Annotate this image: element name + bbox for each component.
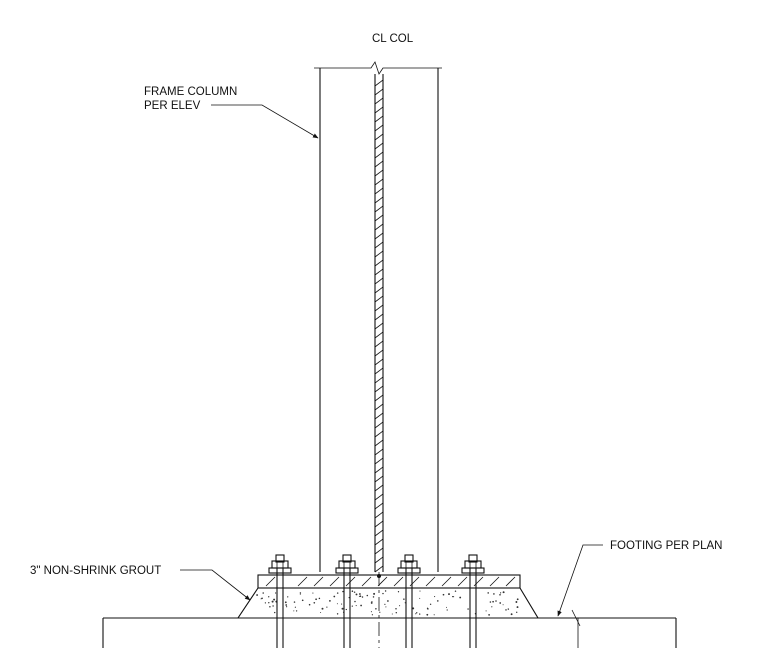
frame-column-label-line2: PER ELEV xyxy=(144,100,201,112)
footing-label: FOOTING PER PLAN xyxy=(610,540,722,552)
anchor-bolt xyxy=(335,554,359,648)
grout-bed xyxy=(236,587,539,619)
anchor-bolt xyxy=(397,554,421,648)
frame-column-leader xyxy=(211,104,319,139)
grout-stipple xyxy=(256,590,519,616)
column-top-break-line xyxy=(314,61,442,75)
frame-column xyxy=(319,68,439,573)
grout-leader xyxy=(180,569,251,601)
base-plate xyxy=(257,574,521,589)
centerline-label: CL COL xyxy=(372,33,414,45)
base-plate-body xyxy=(257,574,521,589)
footing-break-mark xyxy=(571,609,581,627)
footing-leader xyxy=(557,544,603,617)
anchor-bolt xyxy=(461,554,485,648)
web-weld-hatch xyxy=(374,79,384,573)
anchor-bolt xyxy=(268,554,292,648)
anchor-bolts xyxy=(268,554,485,648)
base-plate-hatch xyxy=(265,576,516,587)
frame-column-label-line1: FRAME COLUMN xyxy=(144,86,237,98)
grout-label: 3" NON-SHRINK GROUT xyxy=(30,565,161,577)
